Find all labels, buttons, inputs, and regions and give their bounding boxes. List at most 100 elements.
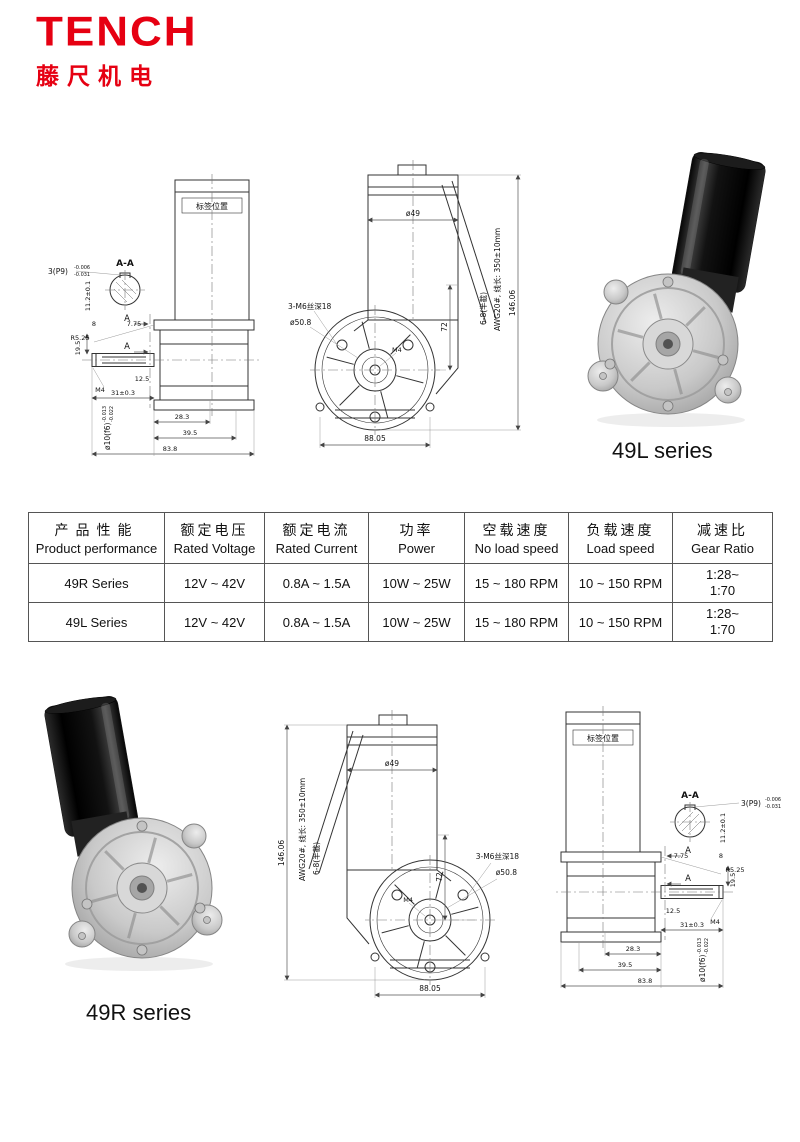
- dim-88: 88.05: [419, 984, 441, 993]
- label-section-aa: A-A: [681, 791, 699, 801]
- dim-11-2: 11.2±0.1: [719, 813, 727, 843]
- dim-11-2: 11.2±0.1: [84, 281, 92, 311]
- cell-gear-ratio: 1:28~ 1:70: [672, 602, 773, 642]
- dim-key-tol-bot: -0.031: [765, 804, 781, 810]
- dim-shaft-tol-top: -0.013: [697, 938, 703, 954]
- header-zh: 负载速度: [586, 522, 655, 538]
- dim-8: 8: [92, 320, 96, 328]
- dim-shaft-dia-group: ø10(f6) -0.013 -0.022: [697, 938, 710, 982]
- table-row-49l: 49L Series 12V ~ 42V 0.8A ~ 1.5A 10W ~ 2…: [28, 602, 773, 642]
- header-zh: 减速比: [697, 522, 748, 538]
- photo-49l-motor: [586, 150, 769, 429]
- table-row-49r: 49R Series 12V ~ 42V 0.8A ~ 1.5A 10W ~ 2…: [28, 563, 773, 603]
- dim-7-75: 7.75: [674, 852, 688, 860]
- cell-voltage: 12V ~ 42V: [164, 563, 265, 603]
- dim-83-8: 83.8: [163, 445, 177, 453]
- dim-body-dia: ø49: [406, 209, 420, 218]
- label-tag-position: 标签位置: [196, 201, 228, 211]
- drawing-49r-side-view: 标签位置 A-A 3(P9) -0.006 -0.031 11.2±0.1 A …: [535, 690, 781, 1000]
- dim-center-thread: M4: [392, 346, 402, 354]
- dim-shaft-dia: ø10(f6): [698, 955, 707, 982]
- dim-center-thread: M4: [403, 896, 413, 904]
- spec-table: 产品性能 Product performance 额定电压 Rated Volt…: [28, 512, 773, 642]
- front-view-geometry: [309, 159, 497, 436]
- note-bolts: 3-M6丝深18: [288, 301, 331, 311]
- dim-7-75: 7.75: [127, 320, 141, 328]
- dim-boss-dia: ø50.8: [290, 318, 312, 327]
- cell-power: 10W ~ 25W: [368, 602, 465, 642]
- header-en: Power: [398, 541, 435, 556]
- header-en: No load speed: [474, 541, 559, 556]
- series-label-49l: 49L series: [612, 438, 713, 463]
- dim-shaft-tol-bot: -0.022: [704, 938, 710, 954]
- col-load-speed: 负载速度 Load speed: [568, 512, 673, 564]
- photo-49r-motor: [41, 692, 224, 973]
- cell-current: 0.8A ~ 1.5A: [264, 563, 369, 603]
- header-zh: 空载速度: [482, 522, 551, 538]
- cell-voltage: 12V ~ 42V: [164, 602, 265, 642]
- dim-12-5: 12.5: [135, 375, 149, 383]
- series-label-49r: 49R series: [86, 1000, 192, 1025]
- drawing-49l-front-view: ø49 72 146.06 88.05 3-M6丝深18 ø50.8 M4 6-…: [288, 159, 521, 448]
- col-product-performance: 产品性能 Product performance: [28, 512, 165, 564]
- note-wire-strip: 6-8(半截): [311, 842, 321, 875]
- col-no-load-speed: 空载速度 No load speed: [464, 512, 569, 564]
- cell-current: 0.8A ~ 1.5A: [264, 602, 369, 642]
- header-en: Gear Ratio: [691, 541, 754, 556]
- note-wire-strip: 6-8(半截): [478, 292, 488, 325]
- cell-no-load-speed: 15 ~ 180 RPM: [464, 563, 569, 603]
- dim-shaft-dia-group: ø10(f6) -0.013 -0.022: [102, 406, 115, 450]
- header-en: Product performance: [35, 541, 158, 556]
- dim-r5-25: R5.25: [71, 334, 90, 342]
- header-zh: 产品性能: [54, 522, 139, 538]
- section-mark-a-top: A: [685, 846, 691, 856]
- dim-m4: M4: [710, 918, 720, 926]
- note-wire-spec: AWG20#, 线长: 350±10mm: [492, 228, 502, 331]
- dim-28-3: 28.3: [175, 413, 189, 421]
- dim-shaft-tol-top: -0.013: [102, 406, 108, 422]
- front-view-dimensions: [309, 174, 521, 448]
- front-view-geometry: [308, 709, 496, 986]
- header-en: Rated Voltage: [173, 541, 256, 556]
- spec-header-row: 产品性能 Product performance 额定电压 Rated Volt…: [28, 512, 773, 564]
- brand-name: TENCH: [36, 8, 198, 55]
- dim-boss-dia: ø50.8: [496, 868, 518, 877]
- dim-key-tol-bot: -0.031: [74, 272, 90, 278]
- col-rated-voltage: 额定电压 Rated Voltage: [164, 512, 265, 564]
- header-en: Rated Current: [275, 541, 358, 556]
- dim-83-8: 83.8: [638, 977, 652, 985]
- header-zh: 额定电压: [180, 522, 249, 538]
- note-bolts: 3-M6丝深18: [476, 851, 519, 861]
- col-power: 功率 Power: [368, 512, 465, 564]
- dim-19-5: 19.5: [74, 341, 82, 355]
- cell-power: 10W ~ 25W: [368, 563, 465, 603]
- label-section-aa: A-A: [116, 259, 134, 269]
- cell-series: 49L Series: [28, 602, 165, 642]
- cell-gear-ratio: 1:28~ 1:70: [672, 563, 773, 603]
- dim-146: 146.06: [277, 840, 286, 866]
- dim-28-3: 28.3: [626, 945, 640, 953]
- cell-load-speed: 10 ~ 150 RPM: [568, 602, 673, 642]
- dim-key-tol-top: -0.006: [765, 797, 781, 803]
- dim-39-5: 39.5: [618, 961, 632, 969]
- dim-19-5: 19.5: [729, 873, 737, 887]
- section-mark-a-top: A: [124, 314, 130, 324]
- dim-72: 72: [440, 322, 449, 332]
- label-tag-position: 标签位置: [587, 733, 619, 743]
- dim-body-dia: ø49: [385, 759, 399, 768]
- dim-key-tol-top: -0.006: [74, 265, 90, 271]
- brand-logo: TENCH 藤尺机电: [36, 10, 198, 91]
- col-gear-ratio: 减速比 Gear Ratio: [672, 512, 773, 564]
- cell-load-speed: 10 ~ 150 RPM: [568, 563, 673, 603]
- motor-photo: [586, 150, 769, 429]
- header-zh: 额定电流: [282, 522, 351, 538]
- cell-no-load-speed: 15 ~ 180 RPM: [464, 602, 569, 642]
- brand-subtitle: 藤尺机电: [36, 63, 160, 89]
- dim-31: 31±0.3: [680, 921, 704, 929]
- dim-r5-25: R5.25: [726, 866, 745, 874]
- header-zh: 功率: [399, 522, 434, 538]
- dim-m4: M4: [95, 386, 105, 394]
- note-wire-spec: AWG20#, 线长: 350±10mm: [297, 778, 307, 881]
- dim-12-5: 12.5: [666, 907, 680, 915]
- section-mark-a-bottom: A: [124, 342, 130, 352]
